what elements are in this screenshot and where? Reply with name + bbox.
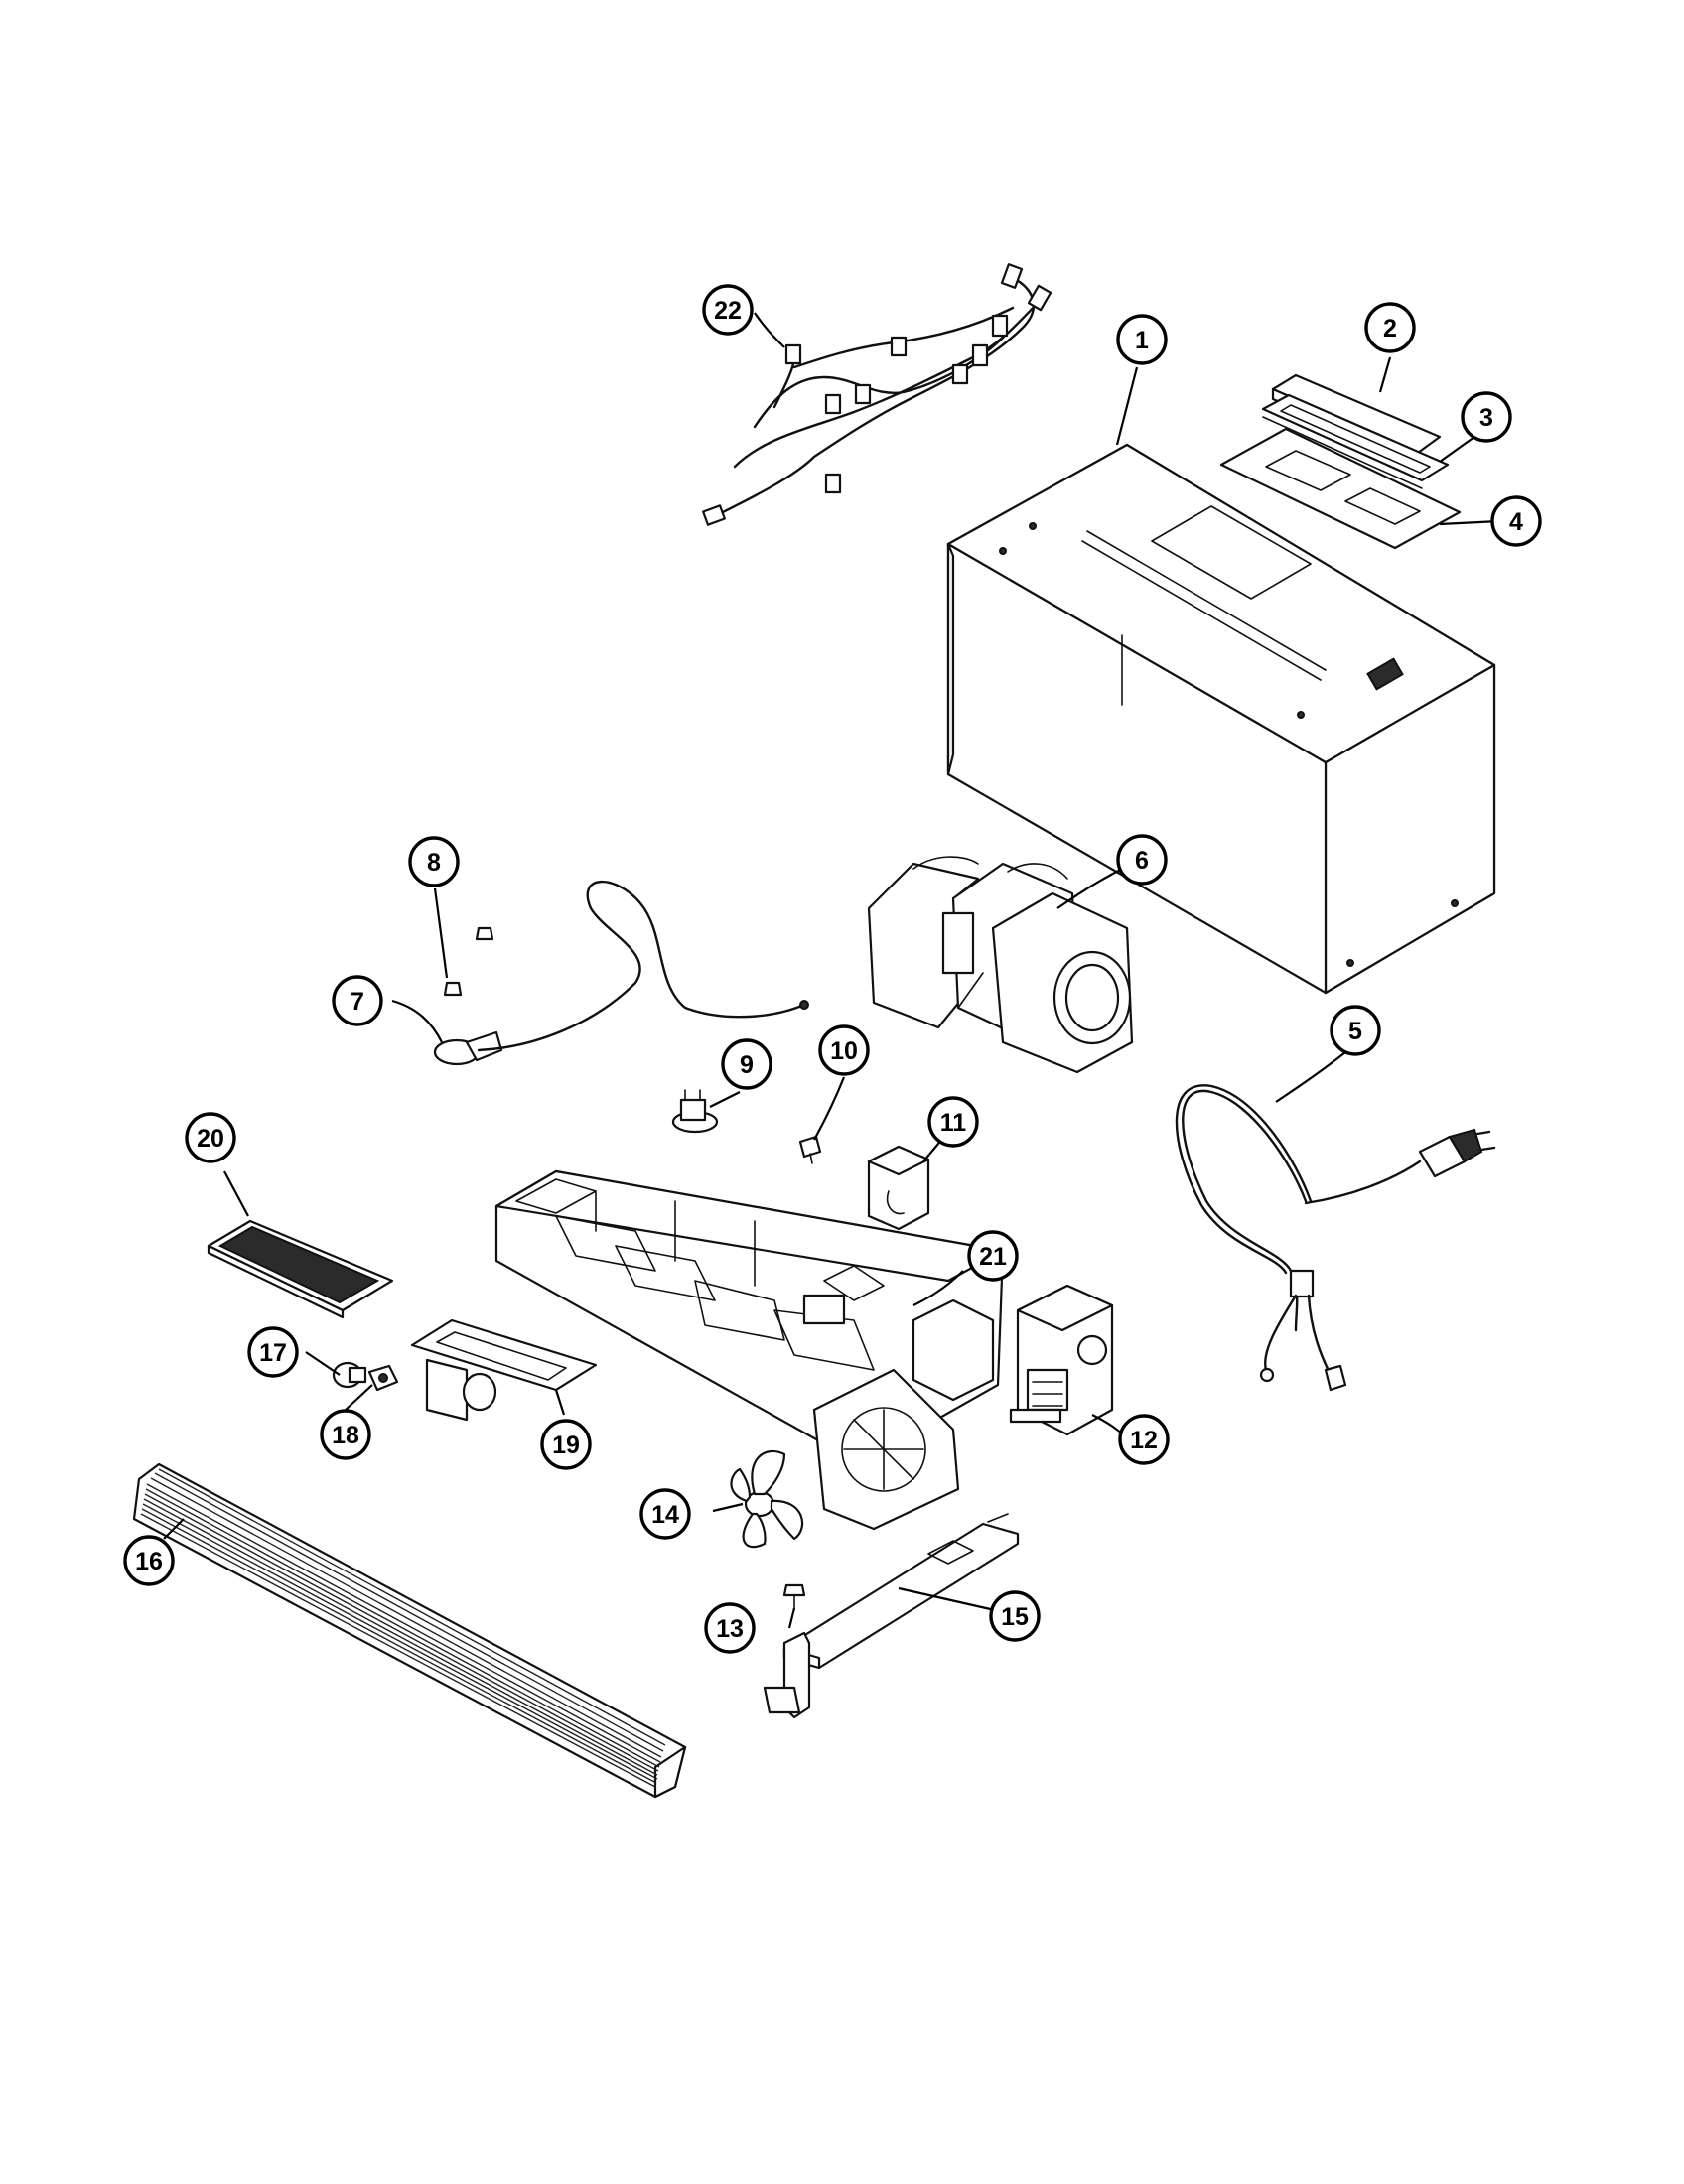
- svg-text:20: 20: [197, 1125, 224, 1153]
- svg-text:15: 15: [1001, 1603, 1029, 1631]
- lamp-socket-icon: [367, 1364, 399, 1392]
- svg-text:17: 17: [259, 1339, 287, 1367]
- callout-11: 11: [927, 1096, 979, 1148]
- power-cord-icon: [1175, 1084, 1496, 1392]
- thermostat-icon: [671, 1089, 719, 1134]
- svg-text:4: 4: [1509, 508, 1523, 536]
- lamp-cover-icon: [410, 1318, 598, 1422]
- support-bracket-icon: [763, 1513, 1020, 1719]
- callout-21: 21: [967, 1230, 1019, 1282]
- callout-18: 18: [320, 1409, 371, 1460]
- svg-text:19: 19: [552, 1432, 580, 1459]
- lamp-bulb-icon: [332, 1361, 367, 1389]
- callout-16: 16: [123, 1535, 175, 1586]
- grille-icon: [132, 1462, 687, 1799]
- callout-19: 19: [540, 1419, 592, 1470]
- svg-text:3: 3: [1479, 404, 1493, 432]
- svg-text:12: 12: [1130, 1427, 1158, 1454]
- outer-case-icon: [946, 443, 1496, 995]
- svg-text:14: 14: [651, 1501, 679, 1529]
- screw-icon: [443, 926, 494, 997]
- svg-text:16: 16: [135, 1548, 163, 1575]
- svg-text:2: 2: [1383, 315, 1397, 342]
- callout-20: 20: [185, 1112, 236, 1163]
- callout-5: 5: [1330, 1005, 1381, 1056]
- svg-text:11: 11: [940, 1109, 967, 1137]
- callout-3: 3: [1461, 391, 1512, 443]
- callout-2: 2: [1364, 302, 1416, 353]
- capacitor-icon: [867, 1145, 930, 1231]
- callout-17: 17: [247, 1326, 299, 1378]
- fan-blade-icon: [730, 1449, 803, 1549]
- svg-text:21: 21: [979, 1243, 1007, 1271]
- fan-motor-icon: [1009, 1284, 1114, 1436]
- callout-15: 15: [989, 1590, 1041, 1642]
- callout-1: 1: [1116, 314, 1168, 365]
- fan-shroud-icon: [812, 1368, 960, 1531]
- vent-damper-icon: [1261, 393, 1450, 489]
- grease-filter-icon: [207, 1219, 394, 1319]
- screw-icon: [782, 1583, 806, 1611]
- svg-text:13: 13: [716, 1615, 744, 1643]
- svg-text:18: 18: [332, 1422, 359, 1449]
- svg-text:5: 5: [1348, 1018, 1362, 1045]
- blower-assembly-icon: [867, 856, 1134, 1074]
- callout-22: 22: [702, 284, 754, 336]
- wire-harness-icon: [702, 263, 1052, 526]
- svg-text:8: 8: [427, 849, 441, 877]
- callout-10: 10: [818, 1024, 870, 1076]
- svg-text:6: 6: [1135, 847, 1149, 875]
- callout-4: 4: [1490, 495, 1542, 547]
- svg-text:7: 7: [351, 988, 364, 1016]
- callout-13: 13: [704, 1602, 756, 1654]
- callout-14: 14: [639, 1488, 691, 1540]
- callout-12: 12: [1118, 1414, 1170, 1465]
- svg-text:22: 22: [714, 297, 742, 325]
- callout-6: 6: [1116, 834, 1168, 886]
- svg-text:1: 1: [1135, 327, 1149, 354]
- svg-text:9: 9: [740, 1051, 754, 1079]
- vent-plate-icon: [1219, 427, 1462, 550]
- svg-text:10: 10: [830, 1037, 858, 1065]
- callout-8: 8: [408, 836, 460, 887]
- callout-7: 7: [332, 975, 383, 1026]
- callout-9: 9: [721, 1038, 772, 1090]
- thermal-cutout-icon: [433, 880, 809, 1066]
- screw-icon: [798, 1135, 822, 1164]
